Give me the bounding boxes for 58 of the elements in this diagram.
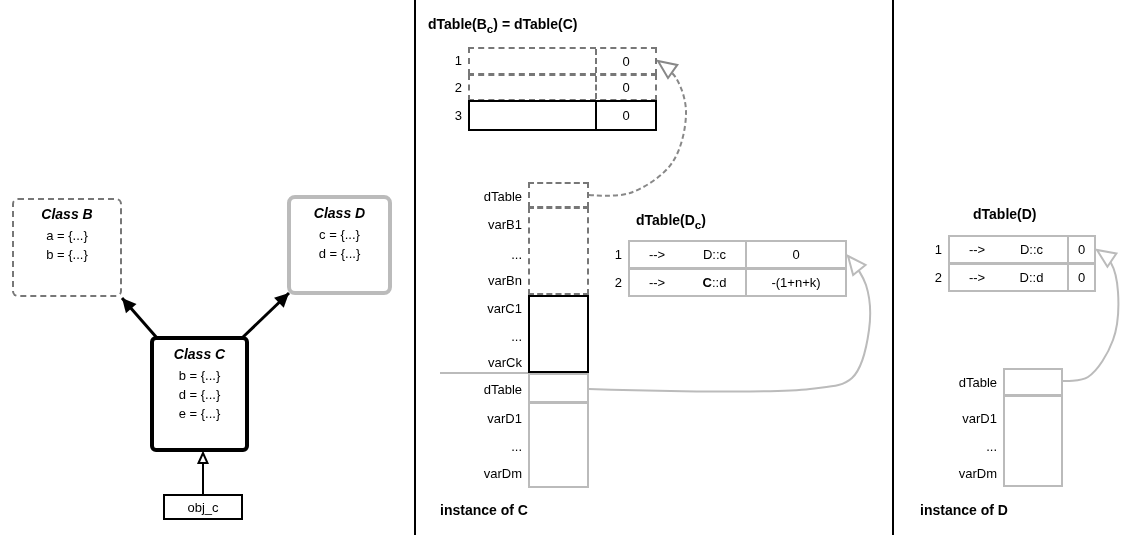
row-number: 1 (614, 246, 622, 263)
table-title: dTable(D) (973, 206, 1037, 222)
variable-name: varDm (483, 466, 522, 482)
variable-name: dTable (958, 375, 997, 391)
offset-value: 0 (1067, 265, 1094, 290)
variable-name: varD1 (962, 411, 997, 427)
method-name: D::c (701, 246, 728, 264)
offset-value: 0 (595, 102, 655, 129)
object-name: obj_c (187, 499, 219, 515)
class-name: Class B (41, 206, 93, 222)
variable-name: varD1 (487, 411, 522, 427)
pointer-text: --> (967, 241, 987, 259)
row-number: 2 (934, 269, 942, 286)
table-title: dTable(D$_{c}$) (636, 212, 706, 231)
class-box (12, 198, 122, 297)
class-name: Class C (173, 346, 226, 362)
variable-name: ... (511, 329, 522, 345)
arrow (1062, 249, 1120, 383)
variable-name: varDm (958, 466, 997, 482)
variable-name: ... (511, 439, 522, 455)
table-title: dTable(B$_{c}$) = dTable(C) (428, 16, 578, 35)
arrow (120, 297, 159, 339)
row-number: 3 (454, 107, 462, 124)
row-number: 2 (614, 274, 622, 291)
method-name: D::d (1018, 269, 1045, 287)
class-box (287, 195, 392, 295)
variable-name: varB1 (488, 217, 522, 233)
field-text: e = {...} (178, 405, 221, 423)
instance-caption: instance of D (920, 502, 1008, 518)
row-number: 1 (454, 53, 462, 69)
class-box (150, 336, 249, 452)
row-number: 2 (454, 79, 462, 96)
method-name: D::c (1018, 241, 1045, 259)
offset-value: -(1+n+k) (745, 270, 845, 295)
variable-name: ... (986, 439, 997, 455)
pointer-text: --> (967, 269, 987, 287)
variable-name: varC1 (487, 301, 522, 317)
pointer-text: --> (647, 246, 667, 264)
field-text: a = {...} (46, 227, 88, 245)
row-number: 1 (934, 241, 942, 258)
variable-name: dTable (483, 382, 522, 398)
pointer-text: --> (647, 274, 667, 292)
arrow (588, 60, 687, 197)
method-name: C::d (701, 274, 728, 292)
arrow (197, 452, 209, 495)
field-text: d = {...} (178, 386, 221, 404)
variable-name: dTable (483, 189, 522, 205)
field-text: d = {...} (318, 245, 361, 263)
variable-name: varBn (488, 273, 522, 289)
field-text: c = {...} (319, 226, 360, 244)
field-text: b = {...} (46, 246, 88, 264)
field-text: b = {...} (178, 367, 221, 385)
object-box (163, 494, 243, 520)
variable-name: varCk (488, 355, 522, 371)
arrow (588, 255, 872, 393)
instance-caption: instance of C (440, 502, 528, 518)
variable-name: ... (511, 247, 522, 263)
class-name: Class D (313, 205, 366, 221)
